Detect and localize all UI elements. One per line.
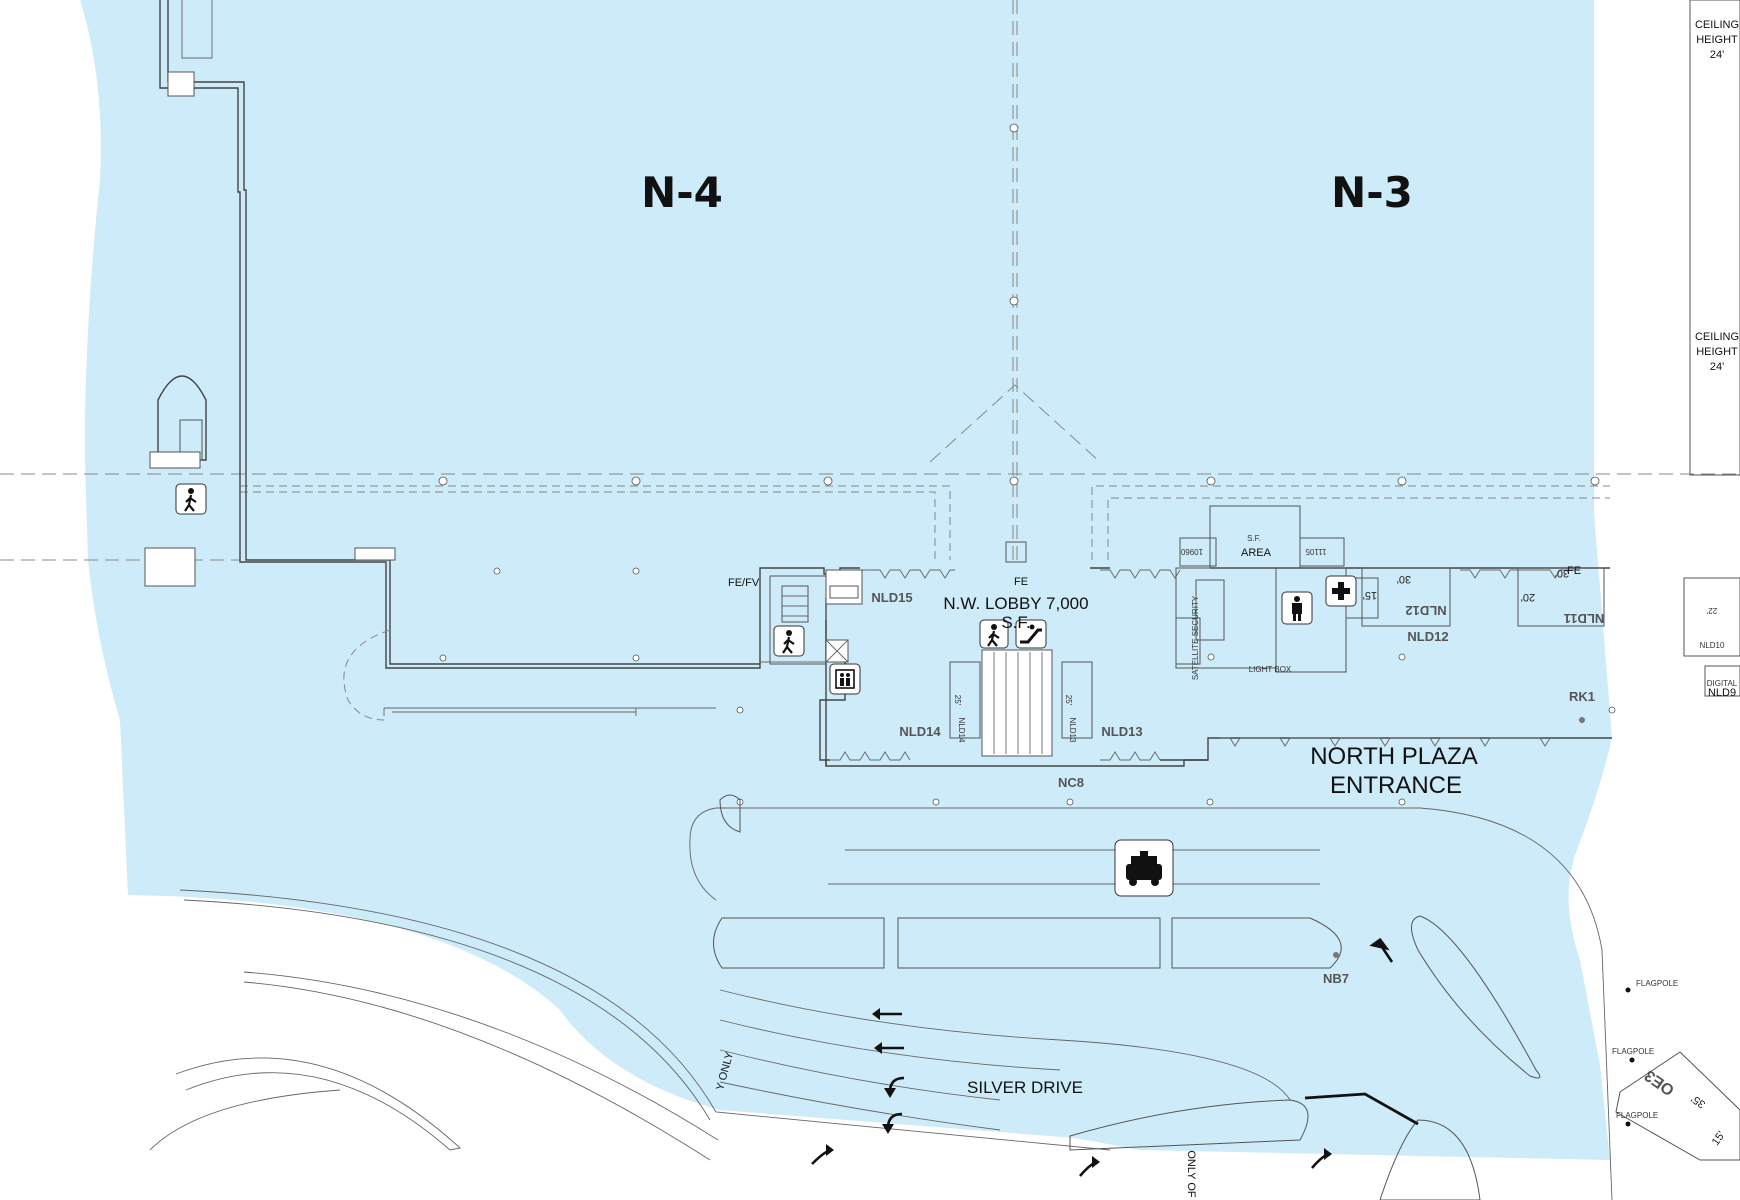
stairs-icon	[773, 625, 805, 657]
dimension-label: 15'	[1363, 589, 1377, 601]
flagpole-marker	[1629, 1057, 1635, 1063]
lane-marking: ONLY OF	[1185, 1150, 1197, 1198]
booth-small-label: DIGITAL	[1707, 679, 1738, 688]
entrance-label: NORTH PLAZA	[1310, 743, 1478, 770]
ceiling-height-label: CEILING	[1695, 331, 1739, 343]
booth-label-oe3[interactable]: OE3	[1642, 1066, 1678, 1098]
escalator-icon	[1015, 619, 1047, 649]
fe-label: FE	[1014, 576, 1028, 588]
booth-label-nld15[interactable]: NLD15	[871, 590, 912, 605]
booth-label-nld13[interactable]: NLD13	[1101, 724, 1142, 739]
ceiling-height-label: CEILING	[1695, 19, 1739, 31]
room-number: 11105	[1305, 547, 1327, 556]
rk1-marker	[1579, 717, 1585, 723]
entrance-label: ENTRANCE	[1330, 772, 1462, 799]
area-label-partial: S.F.	[1247, 534, 1261, 543]
flagpole-marker	[1625, 987, 1631, 993]
ceiling-height-label: HEIGHT	[1696, 34, 1738, 46]
lobby-skylight-outline	[929, 384, 1101, 463]
booth-label-nld9: NLD9	[1708, 687, 1736, 699]
ceiling-height-label: 24'	[1710, 49, 1724, 61]
first-aid-icon	[1325, 575, 1357, 607]
lobby-label: S.F.	[1001, 613, 1030, 632]
booth-small-label: NLD10	[1700, 641, 1725, 650]
dimension-label: 25'	[1064, 695, 1073, 706]
ceiling-height-label: HEIGHT	[1696, 346, 1738, 358]
flagpole-label: FLAGPOLE	[1612, 1047, 1654, 1056]
exit-sign	[829, 585, 859, 599]
booth-label-rk1[interactable]: RK1	[1569, 689, 1595, 704]
grid-line	[240, 491, 936, 560]
dimension-label: 25'	[953, 695, 962, 706]
stairs-icon	[979, 619, 1009, 649]
booth-label-nb7[interactable]: NB7	[1323, 971, 1349, 986]
taxi-icon	[1114, 839, 1174, 897]
flagpole-label: FLAGPOLE	[1616, 1111, 1658, 1120]
dimension-label: 35'	[1689, 1092, 1708, 1110]
fe-fv-label: FE/FV	[728, 577, 760, 589]
booth-label-nc8[interactable]: NC8	[1058, 775, 1084, 790]
elevator-icon	[829, 663, 861, 695]
booth-small-label: NLD13	[1068, 718, 1077, 743]
flagpole-marker	[1625, 1121, 1631, 1127]
booth-label-nld12[interactable]: NLD12	[1407, 629, 1448, 644]
left-building-walls	[144, 0, 761, 721]
room-number: 10960	[1180, 547, 1203, 556]
restroom-icon	[1281, 591, 1313, 625]
flagpole-label: FLAGPOLE	[1636, 979, 1678, 988]
road-name: SILVER DRIVE	[967, 1078, 1083, 1097]
dimension-label: 15'	[1710, 1129, 1728, 1148]
lobby-label: N.W. LOBBY 7,000	[943, 594, 1088, 613]
dimension-label: 30'	[1397, 573, 1411, 585]
column-markers	[438, 123, 1616, 806]
ceiling-height-label: 24'	[1710, 361, 1724, 373]
hall-label-n3: N-3	[1331, 168, 1413, 217]
area-label: AREA	[1241, 547, 1272, 559]
grid-line	[1107, 497, 1610, 560]
grid-line	[240, 485, 951, 560]
dimension-label: 20'	[1521, 591, 1535, 603]
satellite-security-label: SATELLITE SECURITY	[1191, 595, 1200, 680]
booth-label-nld14[interactable]: NLD14	[899, 724, 941, 739]
booth-label-nld12-mirrored[interactable]: NLD12	[1405, 603, 1446, 618]
light-box-label: LIGHT BOX	[1249, 665, 1292, 674]
hall-label-n4: N-4	[641, 168, 723, 217]
grid-line	[1091, 485, 1610, 560]
dimension-label: 22'	[1706, 606, 1717, 615]
stairs-icon	[175, 483, 207, 515]
ceiling-panel	[1689, 0, 1740, 476]
escalator-core	[949, 541, 1093, 757]
fe-label: FE	[1567, 565, 1581, 577]
dimension-label: 30'	[1555, 567, 1569, 579]
road-arrows	[811, 937, 1394, 1177]
nb7-marker	[1333, 952, 1339, 958]
booth-label-nld11[interactable]: NLD11	[1564, 611, 1604, 626]
road-outlines	[149, 794, 1740, 1200]
booth-small-label: NLD14	[957, 718, 966, 743]
